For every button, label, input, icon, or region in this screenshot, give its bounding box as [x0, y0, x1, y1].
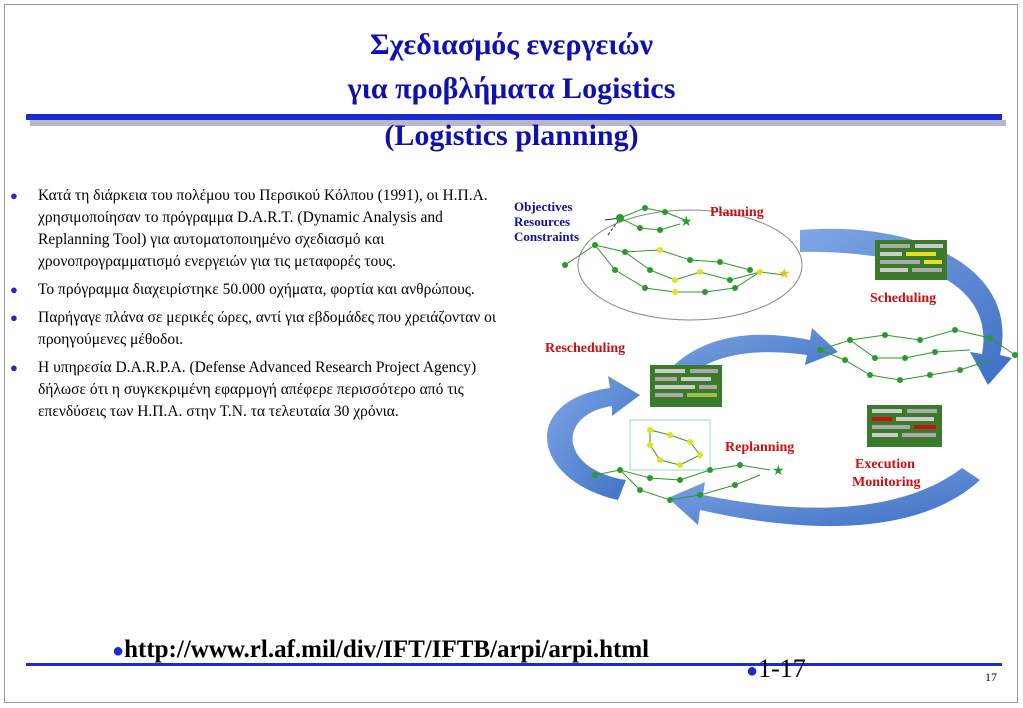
- bullet-text: Κατά τη διάρκεια του πολέμου του Περσικο…: [38, 187, 488, 270]
- star-icon: ★: [772, 464, 785, 479]
- cycle-arrow-center: [660, 328, 838, 390]
- bullet-item: ● Παρήγαγε πλάνα σε μερικές ώρες, αντί γι…: [8, 307, 498, 351]
- label-constraints: Constraints: [514, 229, 579, 244]
- execution-gantt: [867, 405, 942, 447]
- bullet-text: Το πρόγραμμα διαχειρίστηκε 50.000 οχήματ…: [38, 281, 475, 298]
- dart-cycle-diagram: ★ ★ Objectives Resources Constraints Pla…: [514, 199, 1018, 527]
- label-objectives: Objectives: [514, 199, 572, 214]
- reference-link-text[interactable]: http://www.rl.af.mil/div/IFT/IFTB/arpi/a…: [124, 636, 650, 663]
- label-replanning: Replanning: [725, 440, 794, 455]
- bullet-text: Παρήγαγε πλάνα σε μερικές ώρες, αντί για…: [38, 309, 497, 348]
- star-icon: ★: [680, 215, 693, 230]
- bullet-icon: ●: [112, 640, 125, 662]
- cycle-arrow-left: [547, 376, 640, 500]
- star-icon: ★: [778, 267, 791, 282]
- execution-nodes: [817, 327, 1018, 383]
- page-number: 17: [985, 670, 997, 684]
- bullet-text: Η υπηρεσία D.A.R.P.A. (Defense Advanced …: [38, 359, 477, 420]
- bullet-icon: ●: [10, 360, 18, 375]
- bullet-list: ● Κατά τη διάρκεια του πολέμου του Περσικ…: [8, 185, 498, 429]
- bullet-icon: ●: [746, 660, 759, 682]
- replanning-nodes: [592, 427, 743, 503]
- label-resources: Resources: [514, 214, 570, 229]
- planning-nodes: [562, 205, 763, 295]
- label-execution: Execution: [855, 457, 915, 472]
- label-monitoring: Monitoring: [852, 475, 920, 490]
- title-rule-shadow: [30, 120, 1006, 126]
- title-line-1: Σχεδιασμός ενεργειών: [370, 28, 653, 61]
- bullet-item: ● Κατά τη διάρκεια του πολέμου του Περσικ…: [8, 185, 498, 273]
- bullet-item: ● Η υπηρεσία D.A.R.P.A. (Defense Advanced…: [8, 357, 498, 423]
- bullet-icon: ●: [10, 310, 18, 325]
- slide-id-text: 1-17: [758, 654, 806, 683]
- title-line-2: για προβλήματα Logistics: [347, 72, 676, 105]
- slide-id: ●1-17: [746, 654, 806, 684]
- cycle-arrow-bottom: [668, 468, 980, 527]
- bottom-rule: [26, 663, 1002, 666]
- label-scheduling: Scheduling: [870, 291, 936, 306]
- scheduling-gantt: [875, 240, 947, 280]
- bullet-icon: ●: [10, 282, 18, 297]
- label-planning: Planning: [710, 205, 764, 220]
- rescheduling-gantt: [650, 365, 722, 407]
- title-rule: [26, 114, 1002, 120]
- bullet-icon: ●: [10, 188, 18, 203]
- bullet-item: ● Το πρόγραμμα διαχειρίστηκε 50.000 οχήμα…: [8, 279, 498, 301]
- title-line-3: (Logistics planning): [384, 119, 639, 152]
- cycle-arrow-top-right: [800, 228, 1012, 385]
- reference-link[interactable]: ●http://www.rl.af.mil/div/IFT/IFTB/arpi/…: [112, 636, 649, 664]
- label-rescheduling: Rescheduling: [545, 341, 625, 356]
- replanning-box: [629, 419, 711, 471]
- planning-ellipse: [577, 209, 803, 321]
